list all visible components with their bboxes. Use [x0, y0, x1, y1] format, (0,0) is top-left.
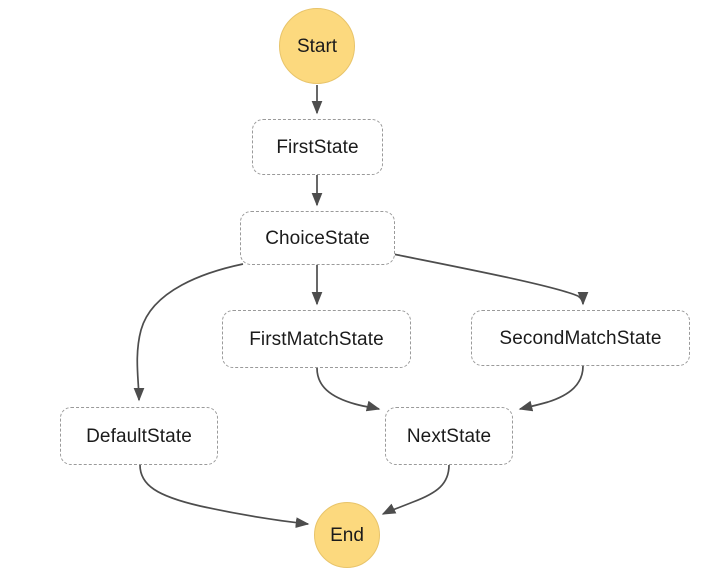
node-second-match-state-label: SecondMatchState [499, 327, 662, 349]
node-default-state-label: DefaultState [86, 425, 192, 447]
edge-default_state-to-end [139, 464, 310, 529]
node-start[interactable]: Start [279, 8, 355, 84]
node-choice-state-label: ChoiceState [265, 227, 370, 249]
edge-next_state-to-end [381, 464, 450, 515]
node-next-state[interactable]: NextState [385, 407, 513, 465]
node-next-state-label: NextState [406, 425, 492, 447]
node-end[interactable]: End [314, 502, 380, 568]
node-end-label: End [330, 524, 364, 546]
node-first-match-state-label: FirstMatchState [249, 328, 384, 350]
node-default-state[interactable]: DefaultState [60, 407, 218, 465]
node-second-match-state[interactable]: SecondMatchState [471, 310, 690, 366]
node-choice-state[interactable]: ChoiceState [240, 211, 395, 265]
node-first-match-state[interactable]: FirstMatchState [222, 310, 411, 368]
edge-first_match-to-next_state [316, 367, 381, 412]
node-first-state[interactable]: FirstState [252, 119, 383, 175]
edge-choice_state-to-second_match [392, 253, 589, 306]
node-first-state-label: FirstState [276, 136, 359, 158]
node-start-label: Start [296, 35, 338, 57]
edge-second_match-to-next_state [518, 365, 584, 412]
